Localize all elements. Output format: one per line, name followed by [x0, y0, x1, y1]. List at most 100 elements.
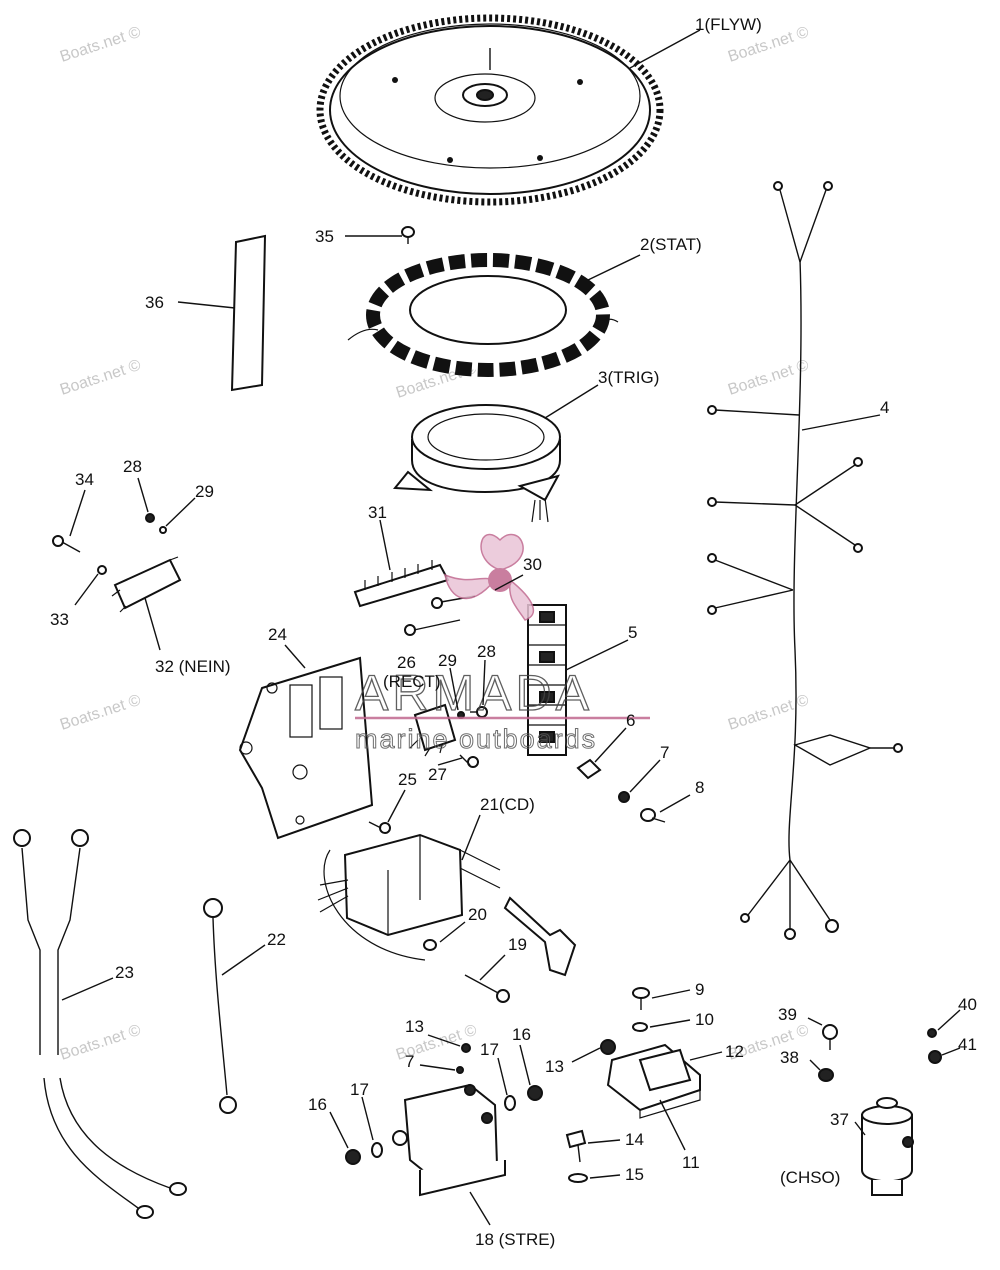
washer-part[interactable]: [159, 526, 167, 534]
label-part-9[interactable]: 9: [695, 980, 704, 999]
screw-part[interactable]: [368, 821, 391, 834]
label-part-31[interactable]: 31: [368, 503, 387, 522]
label-part-8[interactable]: 8: [695, 778, 704, 797]
label-part-14[interactable]: 14: [625, 1130, 644, 1149]
watermark: Boats.net ©: [726, 357, 811, 399]
label-part-18[interactable]: 18 (STRE): [475, 1230, 555, 1249]
nut-part[interactable]: [927, 1028, 937, 1038]
label-part-28[interactable]: 28: [123, 457, 142, 476]
washer-part[interactable]: [423, 939, 437, 951]
washer-part[interactable]: [504, 1095, 516, 1111]
bolt-part[interactable]: [464, 974, 510, 1003]
nut-part[interactable]: [600, 1039, 616, 1055]
screw-part[interactable]: [404, 619, 461, 636]
label-part-16[interactable]: 16: [512, 1025, 531, 1044]
label-part-11[interactable]: 11: [682, 1153, 700, 1172]
screw-part[interactable]: [459, 754, 479, 768]
label-part-39[interactable]: 39: [778, 1005, 797, 1024]
label-part-36[interactable]: 36: [145, 293, 164, 312]
label-part-13[interactable]: 13: [405, 1017, 424, 1036]
label-part-7[interactable]: 7: [660, 743, 669, 762]
label-part-34[interactable]: 34: [75, 470, 94, 489]
label-part-7[interactable]: 7: [405, 1052, 414, 1071]
label-part-41[interactable]: 41: [958, 1035, 977, 1054]
label-part-40[interactable]: 40: [958, 995, 977, 1014]
nut-part[interactable]: [928, 1050, 942, 1064]
label-part-17[interactable]: 17: [350, 1080, 369, 1099]
trigger-part[interactable]: [392, 404, 561, 523]
rectifier-part[interactable]: [409, 703, 457, 757]
leader-lines: [61, 29, 961, 1226]
part-labels: 1(FLYW) 2(STAT) 3(TRIG) 4 5 6 7 8 9 10 1…: [50, 15, 977, 1249]
label-part-24[interactable]: 24: [268, 625, 287, 644]
nut-part[interactable]: [818, 1068, 834, 1082]
label-part-25[interactable]: 25: [398, 770, 417, 789]
plug-boot-part[interactable]: [503, 896, 577, 977]
label-part-15[interactable]: 15: [625, 1165, 644, 1184]
label-part-1[interactable]: 1(FLYW): [695, 15, 762, 34]
plate-part[interactable]: [230, 234, 267, 392]
nut-part[interactable]: [345, 1149, 361, 1165]
label-part-30[interactable]: 30: [523, 555, 542, 574]
stator-part[interactable]: [347, 253, 619, 377]
label-part-23[interactable]: 23: [115, 963, 134, 982]
label-part-38[interactable]: 38: [780, 1048, 799, 1067]
screw-part[interactable]: [145, 513, 155, 523]
label-part-19[interactable]: 19: [508, 935, 527, 954]
label-part-17[interactable]: 17: [480, 1040, 499, 1059]
label-part-37[interactable]: 37: [830, 1110, 849, 1129]
screw-part[interactable]: [401, 226, 415, 244]
screw-part[interactable]: [640, 808, 666, 823]
starter-relay-part[interactable]: [392, 1083, 506, 1197]
label-part-32[interactable]: 32 (NEIN): [155, 657, 231, 676]
nut-part[interactable]: [456, 1066, 464, 1074]
label-part-4[interactable]: 4: [880, 398, 889, 417]
label-part-26-code[interactable]: (RECT): [383, 672, 441, 691]
wire-harness-part[interactable]: [707, 181, 903, 940]
label-part-20[interactable]: 20: [468, 905, 487, 924]
label-part-26[interactable]: 26: [397, 653, 416, 672]
ground-lead-part[interactable]: [203, 898, 237, 1114]
label-part-35[interactable]: 35: [315, 227, 334, 246]
bolt-part[interactable]: [565, 1129, 587, 1163]
label-part-22[interactable]: 22: [267, 930, 286, 949]
label-part-33[interactable]: 33: [50, 610, 69, 629]
label-part-27[interactable]: 27: [428, 765, 447, 784]
regulator-part[interactable]: [606, 1043, 701, 1119]
washer-part[interactable]: [371, 1142, 383, 1158]
suppressor-part[interactable]: [111, 556, 182, 613]
nut-part[interactable]: [618, 791, 630, 803]
label-part-29[interactable]: 29: [438, 651, 457, 670]
label-part-6[interactable]: 6: [626, 711, 635, 730]
label-part-37-code[interactable]: (CHSO): [780, 1168, 840, 1187]
label-part-3[interactable]: 3(TRIG): [598, 368, 659, 387]
screw-part[interactable]: [632, 987, 650, 1010]
nut-part[interactable]: [527, 1085, 543, 1101]
label-part-29[interactable]: 29: [195, 482, 214, 501]
label-part-21[interactable]: 21(CD): [480, 795, 535, 814]
label-part-28[interactable]: 28: [477, 642, 496, 661]
battery-cable-part[interactable]: [13, 829, 187, 1219]
label-part-5[interactable]: 5: [628, 623, 637, 642]
brand-tagline: marine outboards: [355, 724, 597, 754]
washer-part[interactable]: [632, 1022, 648, 1032]
screw-part[interactable]: [822, 1024, 838, 1050]
label-part-16[interactable]: 16: [308, 1095, 327, 1114]
nut-part[interactable]: [461, 1043, 471, 1053]
watermark: Boats.net ©: [58, 692, 143, 734]
label-part-13[interactable]: 13: [545, 1057, 564, 1076]
bolt-part[interactable]: [52, 535, 81, 553]
mounting-plate-part[interactable]: [238, 656, 374, 840]
watermark: Boats.net ©: [58, 357, 143, 399]
washer-part[interactable]: [97, 565, 107, 575]
clip-part[interactable]: [576, 758, 602, 780]
flywheel-part[interactable]: [316, 14, 664, 206]
choke-solenoid-part[interactable]: [861, 1097, 914, 1196]
watermark: Boats.net ©: [726, 692, 811, 734]
label-part-10[interactable]: 10: [695, 1010, 714, 1029]
cd-module-part[interactable]: [317, 833, 501, 961]
washer-part[interactable]: [568, 1173, 588, 1183]
label-part-12[interactable]: 12: [725, 1042, 744, 1061]
terminal-block-part[interactable]: [527, 604, 567, 756]
label-part-2[interactable]: 2(STAT): [640, 235, 702, 254]
